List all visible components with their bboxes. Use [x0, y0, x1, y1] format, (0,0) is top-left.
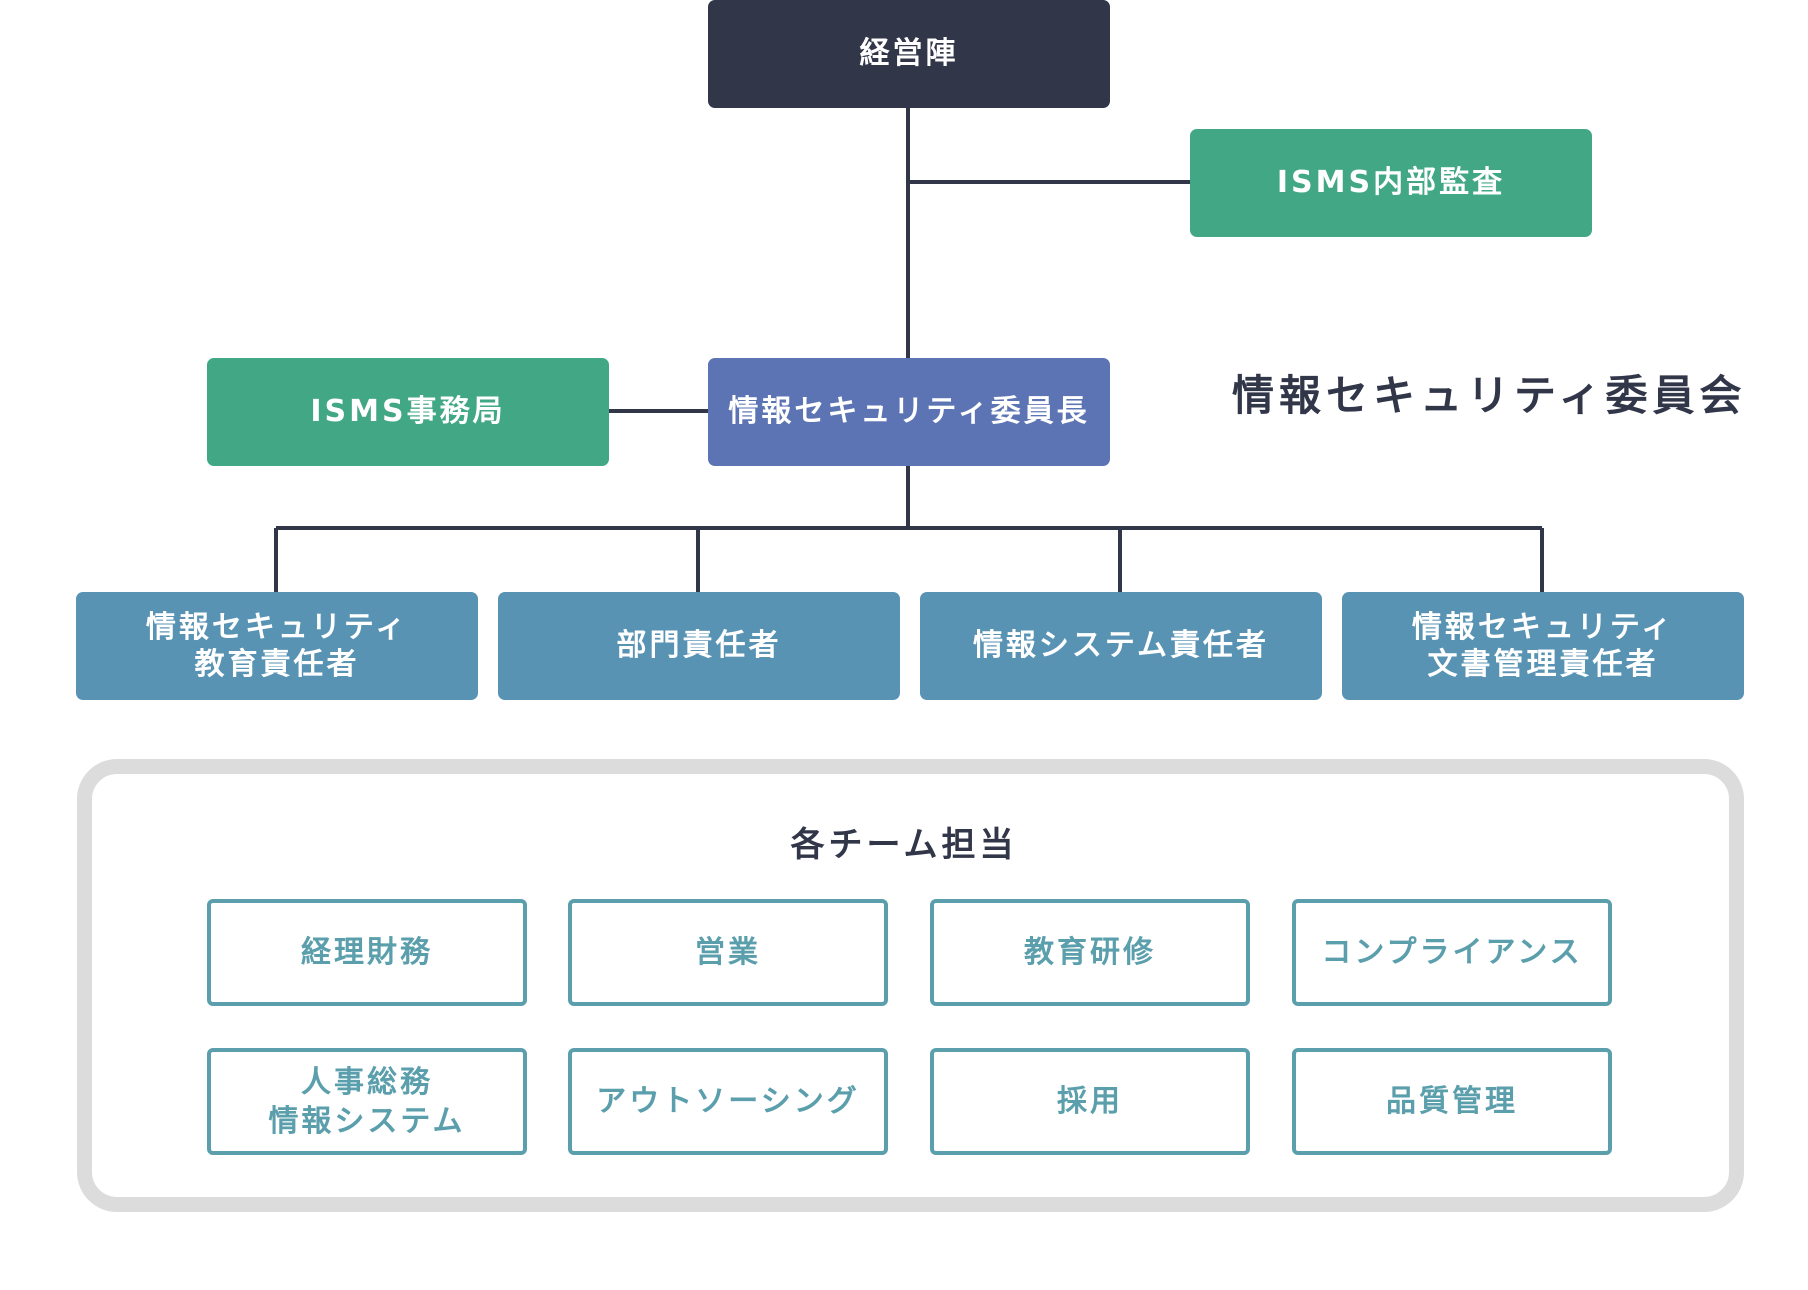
manager-box-information-system: 情報システム責任者	[920, 592, 1322, 700]
team-item: 採用	[930, 1048, 1250, 1155]
manager-box-department: 部門責任者	[498, 592, 900, 700]
team-item: 営業	[568, 899, 888, 1006]
team-item: コンプライアンス	[1292, 899, 1612, 1006]
team-item: 品質管理	[1292, 1048, 1612, 1155]
manager-box-document-management: 情報セキュリティ 文書管理責任者	[1342, 592, 1744, 700]
team-item: 教育研修	[930, 899, 1250, 1006]
executive-box: 経営陣	[708, 0, 1110, 108]
team-panel-title: 各チーム担当	[790, 825, 1018, 865]
internal-audit-box: ISMS内部監査	[1190, 129, 1592, 237]
team-item: 経理財務	[207, 899, 527, 1006]
committee-label: 情報セキュリティ委員会	[1232, 371, 1747, 420]
committee-chair-box: 情報セキュリティ委員長	[708, 358, 1110, 466]
secretariat-box: ISMS事務局	[207, 358, 609, 466]
team-item: アウトソーシング	[568, 1048, 888, 1155]
manager-box-education: 情報セキュリティ 教育責任者	[76, 592, 478, 700]
team-item: 人事総務 情報システム	[207, 1048, 527, 1155]
